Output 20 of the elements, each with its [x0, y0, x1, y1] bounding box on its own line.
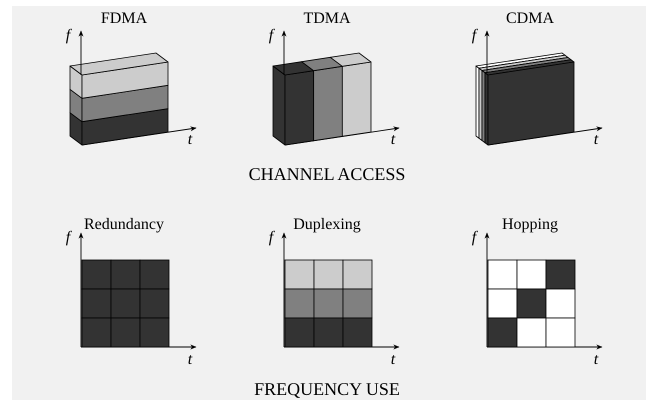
axis-label: t	[594, 352, 598, 368]
axis-label: f	[66, 230, 70, 246]
axis-label: f	[268, 230, 274, 246]
axis-label: t	[188, 352, 192, 368]
axis-label: t	[390, 352, 396, 368]
panel-title: TDMA	[303, 11, 351, 27]
axis-label: t	[188, 132, 192, 148]
axis-label: t	[594, 132, 598, 148]
axis-label: t	[390, 132, 396, 148]
panel-title: FDMA	[100, 11, 148, 27]
section-heading: FREQUENCY USE	[254, 380, 400, 398]
axis-label: f	[472, 230, 476, 246]
axis-label: f	[66, 28, 70, 44]
panel-title: Hopping	[502, 217, 558, 233]
axis-label: f	[268, 28, 274, 44]
panel-title: Redundancy	[84, 217, 164, 233]
section-heading: CHANNEL ACCESS	[248, 165, 406, 183]
axis-label: f	[472, 28, 476, 44]
panel-title: CDMA	[506, 11, 554, 27]
panel-title: Duplexing	[293, 217, 361, 233]
